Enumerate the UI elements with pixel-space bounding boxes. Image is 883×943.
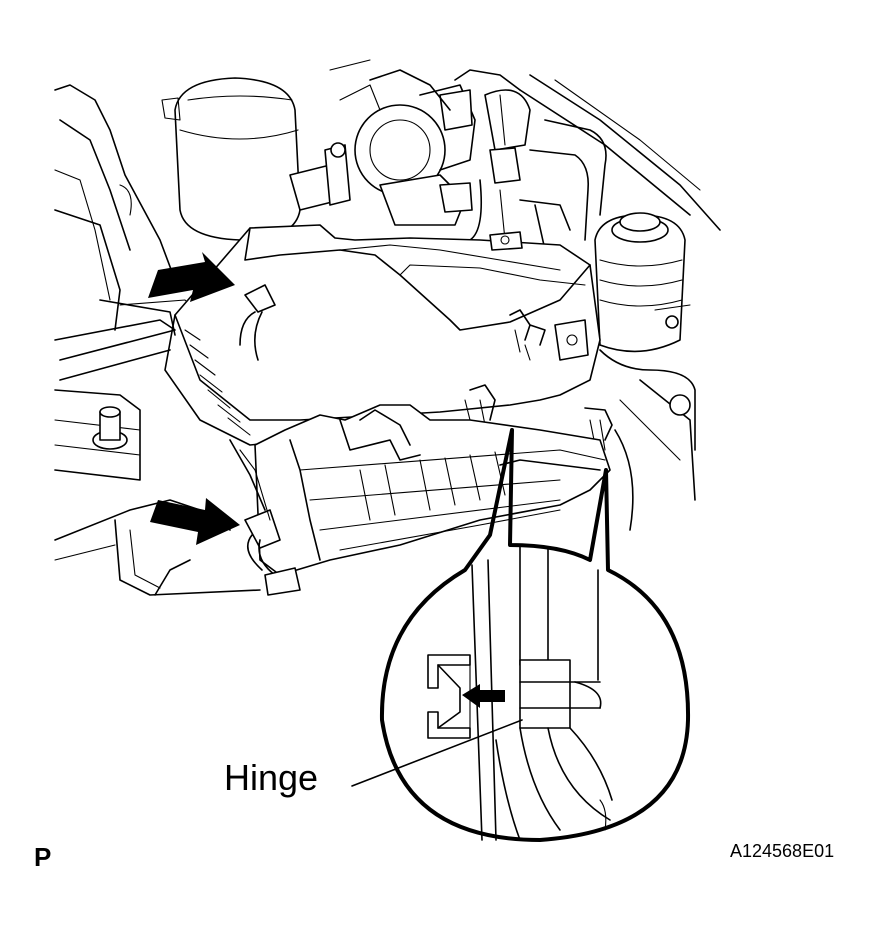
air-cleaner-case bbox=[164, 224, 613, 451]
intake-assembly bbox=[289, 69, 531, 241]
release-arrow-lower bbox=[150, 498, 240, 545]
view-code-label: P bbox=[34, 842, 51, 872]
hinge-leader-line bbox=[351, 719, 523, 787]
engine-background bbox=[54, 59, 721, 596]
release-arrow-upper bbox=[148, 252, 235, 302]
bolt-icon bbox=[92, 406, 128, 450]
reservoir-canister bbox=[161, 77, 301, 241]
air-cleaner-lower-case bbox=[229, 404, 611, 596]
hinge-direction-arrow bbox=[462, 684, 505, 708]
figure-id-label: A124568E01 bbox=[730, 841, 834, 861]
oil-cap bbox=[594, 212, 686, 353]
hinge-label: Hinge bbox=[224, 757, 318, 798]
detail-callout-circle bbox=[351, 428, 691, 842]
